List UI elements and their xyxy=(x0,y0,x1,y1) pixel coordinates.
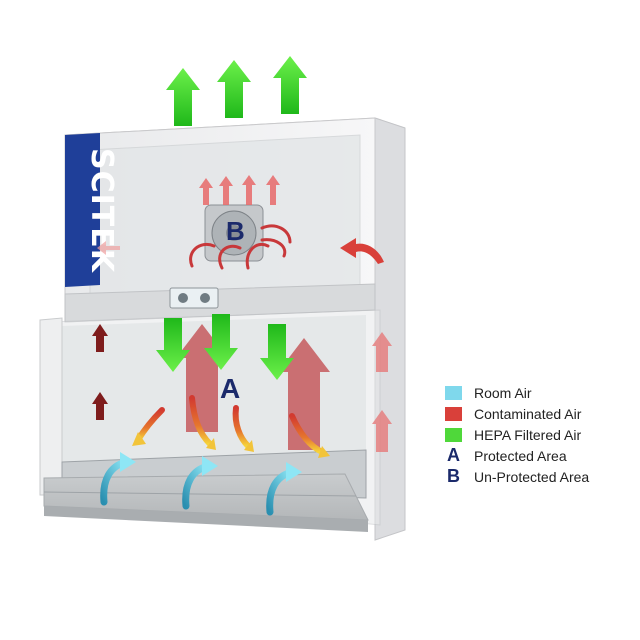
room-air-inflow-arrows xyxy=(100,452,302,516)
control-knob xyxy=(178,293,188,303)
legend-label: Protected Area xyxy=(474,447,567,464)
pink-arrow-left xyxy=(97,241,120,255)
red-arrow-left xyxy=(340,238,384,264)
legend-label: Contaminated Air xyxy=(474,405,582,422)
control-knob xyxy=(200,293,210,303)
brand-logo: SCITEK xyxy=(84,148,119,274)
fan-swirl-arrows xyxy=(189,224,292,270)
legend-letter-b: B xyxy=(447,466,460,486)
legend-label: Room Air xyxy=(474,384,532,401)
exhaust-arrows-hepa xyxy=(166,56,307,126)
legend-item-protected-area: A Protected Area xyxy=(445,445,635,466)
legend-swatch-contaminated-air xyxy=(445,406,462,421)
zone-b-letter: B xyxy=(226,216,245,246)
green-arrow-up xyxy=(273,56,307,114)
legend-item-contaminated-air: Contaminated Air xyxy=(445,403,635,424)
green-arrow-up xyxy=(166,68,200,126)
fan-unit xyxy=(204,204,264,262)
legend-swatch-room-air xyxy=(445,385,462,400)
contaminated-curved-arrows xyxy=(135,395,325,455)
zone-a-letter: A xyxy=(220,373,240,404)
legend-label: Un-Protected Area xyxy=(474,468,590,485)
legend-item-hepa-air: HEPA Filtered Air xyxy=(445,424,635,445)
legend-item-room-air: Room Air xyxy=(445,382,635,403)
legend: Room Air Contaminated Air HEPA Filtered … xyxy=(445,382,635,487)
brand-strip xyxy=(65,133,100,287)
legend-label: HEPA Filtered Air xyxy=(474,426,582,443)
plenum-contaminated-arrows xyxy=(199,175,280,205)
legend-item-unprotected-area: B Un-Protected Area xyxy=(445,466,635,487)
control-panel xyxy=(169,287,219,309)
green-arrow-up xyxy=(217,60,251,118)
legend-swatch-hepa-air xyxy=(445,427,462,442)
hepa-downflow-arrows xyxy=(156,314,294,380)
contaminated-curved-arrowheads xyxy=(132,432,330,458)
back-contaminated-arrows xyxy=(92,324,108,420)
exterior-contaminated-arrows xyxy=(372,332,392,452)
legend-letter-a: A xyxy=(447,445,460,465)
